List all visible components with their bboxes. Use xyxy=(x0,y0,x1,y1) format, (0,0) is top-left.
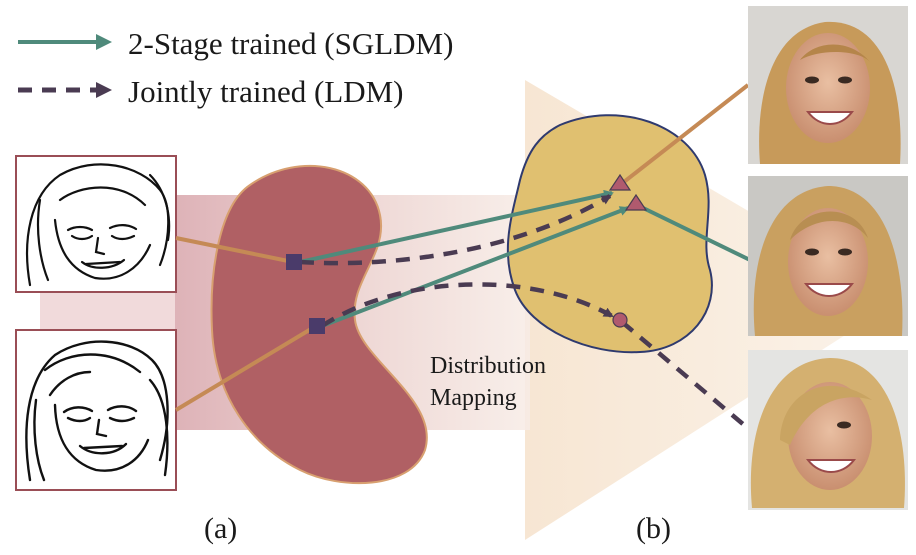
face-image-2 xyxy=(748,176,908,336)
legend-item-sgldm: 2-Stage trained (SGLDM) xyxy=(18,26,453,61)
latent-point-triangle-1 xyxy=(608,173,632,191)
panel-label-b: (b) xyxy=(636,512,671,545)
latent-point-circle xyxy=(612,312,628,328)
mapping-label-line2: Mapping xyxy=(430,385,517,411)
sketch-link-1 xyxy=(175,236,294,264)
legend: 2-Stage trained (SGLDM) Jointly trained … xyxy=(18,26,453,109)
face-image-3 xyxy=(748,350,908,510)
face-link-3 xyxy=(620,320,752,432)
sketch-point-2 xyxy=(309,318,325,334)
sgldm-arrow-2 xyxy=(321,206,630,328)
panel-label-a: (a) xyxy=(204,512,237,545)
face-image-1 xyxy=(748,6,908,164)
sketch-image-1 xyxy=(15,155,177,293)
face-link-1 xyxy=(618,83,750,187)
legend-label-ldm: Jointly trained (LDM) xyxy=(128,74,404,109)
sketch-link-2 xyxy=(174,324,318,412)
legend-item-ldm: Jointly trained (LDM) xyxy=(18,74,404,109)
sketch-image-2 xyxy=(15,329,177,491)
legend-arrowhead-icon xyxy=(96,34,112,50)
distribution-mapping-label: Distribution Mapping xyxy=(430,353,546,411)
mapping-label-line1: Distribution xyxy=(430,353,546,379)
legend-arrowhead-icon xyxy=(96,82,112,98)
ldm-arrow-2 xyxy=(320,282,614,328)
latent-point-triangle-2 xyxy=(624,193,648,211)
face-link-2 xyxy=(636,203,751,262)
sketch-point-1 xyxy=(286,254,302,270)
sgldm-arrow-1 xyxy=(299,189,614,264)
legend-label-sgldm: 2-Stage trained (SGLDM) xyxy=(128,26,453,61)
